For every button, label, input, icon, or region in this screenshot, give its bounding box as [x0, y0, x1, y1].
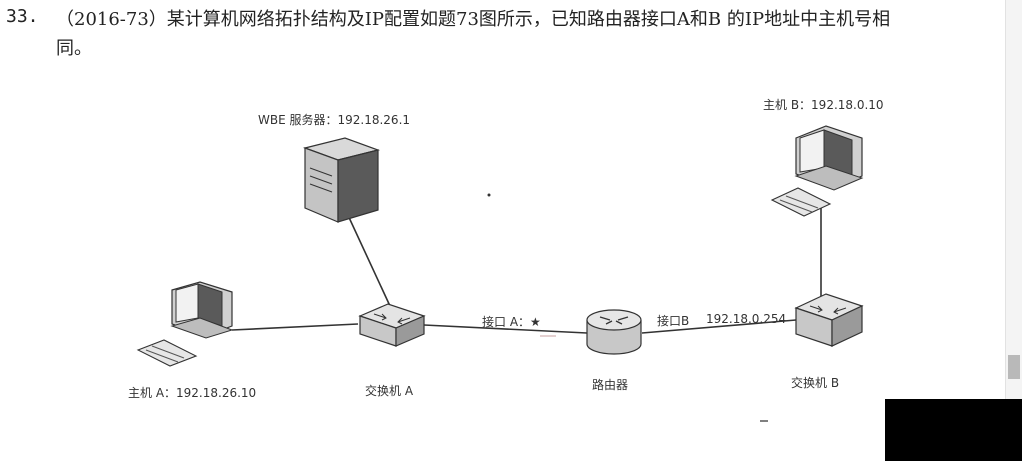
interface-a-label: 接口 A：★ [482, 315, 541, 329]
switch-b-icon [794, 293, 864, 347]
link-router-switchb [641, 319, 797, 334]
interface-b-ip: 192.18.0.254 [706, 312, 787, 326]
question-text-line2: 同。 [56, 38, 92, 59]
host-b-computer-icon [770, 125, 864, 217]
interface-b-label: 接口B [657, 314, 690, 328]
host-a-label: 主机 A：192.18.26.10 [128, 386, 257, 400]
question-number: 33. [6, 6, 39, 27]
switch-a-label: 交换机 A [365, 384, 414, 398]
switch-a-icon [358, 303, 426, 347]
speck-mark [487, 193, 491, 197]
link-switcha-router [423, 324, 588, 334]
server-icon [302, 137, 381, 223]
server-label: WBE 服务器：192.18.26.1 [258, 113, 411, 127]
link-hosta-switcha [231, 323, 359, 331]
host-a-computer-icon [136, 281, 234, 367]
vertical-scrollbar[interactable] [1005, 0, 1022, 461]
scrollbar-thumb[interactable] [1008, 355, 1020, 379]
question-text-line1: （2016-73）某计算机网络拓扑结构及IP配置如题73图所示，已知路由器接口A… [56, 9, 891, 30]
switch-b-label: 交换机 B [791, 376, 840, 390]
host-b-label: 主机 B：192.18.0.10 [763, 98, 884, 112]
router-label: 路由器 [592, 378, 629, 392]
router-icon [586, 309, 642, 355]
black-overlay-block [885, 399, 1022, 461]
